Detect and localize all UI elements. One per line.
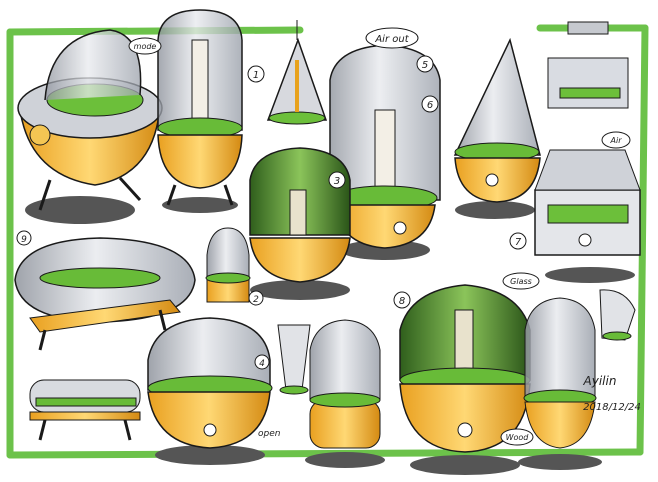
svg-text:7: 7 <box>515 237 522 248</box>
svg-text:mode: mode <box>134 42 157 51</box>
signature: Ayilin 2018/12/24 <box>583 374 641 413</box>
label-glass: Glass <box>502 272 540 290</box>
svg-text:2: 2 <box>253 295 259 305</box>
label-mode: mode <box>128 37 162 55</box>
label-air-out: Air out <box>365 27 419 49</box>
signature-date: 2018/12/24 <box>583 402 641 413</box>
label-wood: Wood <box>500 428 534 446</box>
svg-text:6: 6 <box>427 100 433 111</box>
sketch-pod-1 <box>157 9 243 213</box>
sketch-pod-mid-bottom <box>305 319 385 468</box>
sketch-pod-right-bottom <box>518 289 636 470</box>
svg-text:8: 8 <box>399 296 405 307</box>
svg-text:3: 3 <box>334 176 340 187</box>
svg-text:Air: Air <box>610 136 623 145</box>
svg-text:4: 4 <box>259 359 265 369</box>
sketch-pod-2-small <box>205 227 251 303</box>
sketch-pod-3 <box>249 147 351 300</box>
label-num-4: 4 <box>254 354 270 370</box>
sketch-hanging-cone <box>266 20 328 125</box>
sketch-pod-6 <box>453 37 541 219</box>
label-num-1: 1 <box>247 65 265 83</box>
sketch-pod-7 <box>534 149 641 283</box>
svg-text:5: 5 <box>422 60 428 71</box>
label-num-8: 8 <box>393 291 411 309</box>
sketch-vase <box>277 324 311 395</box>
label-num-9: 9 <box>16 230 32 246</box>
signature-name: Ayilin <box>583 374 617 388</box>
sketch-pod-top-left <box>17 29 163 224</box>
label-num-5: 5 <box>416 55 434 73</box>
svg-text:Air out: Air out <box>374 34 409 45</box>
sketch-pod-open <box>147 317 273 465</box>
svg-text:Glass: Glass <box>510 277 532 286</box>
label-num-3: 3 <box>328 171 346 189</box>
sketch-pod-8 <box>399 284 531 475</box>
sketch-box-top-right <box>547 21 629 109</box>
sketch-bench-box <box>29 379 141 441</box>
label-air-right: Air <box>601 131 631 149</box>
label-open: open <box>258 429 281 439</box>
label-num-6: 6 <box>421 95 439 113</box>
annotations: Air out mode 1 5 6 3 7 9 <box>16 27 631 446</box>
label-num-7: 7 <box>509 232 527 250</box>
sketch-pod-5 <box>329 44 441 260</box>
svg-text:Wood: Wood <box>506 433 530 442</box>
svg-text:1: 1 <box>253 70 259 81</box>
label-num-2: 2 <box>248 290 264 306</box>
sketch-pod-9 <box>14 237 196 351</box>
svg-text:9: 9 <box>21 235 27 245</box>
